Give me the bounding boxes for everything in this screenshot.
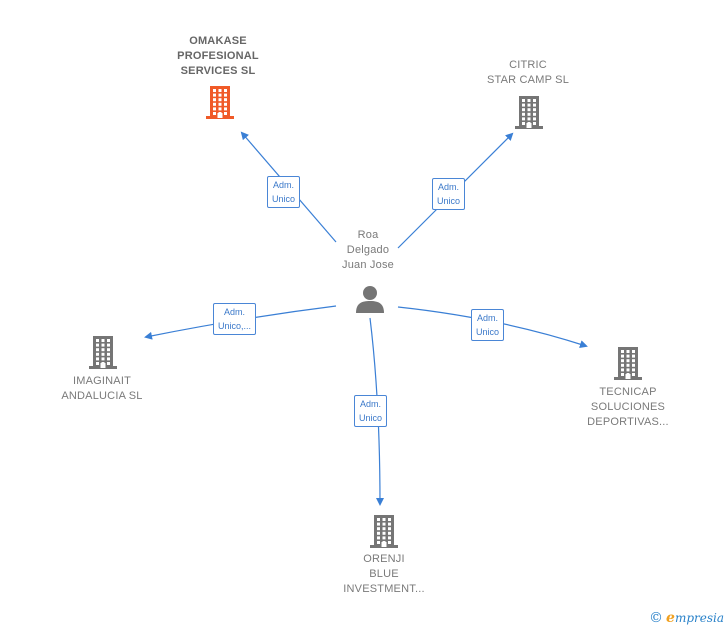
brand-initial: e bbox=[666, 610, 675, 626]
building-icon-omakase[interactable] bbox=[204, 84, 236, 120]
copyright-symbol: © bbox=[649, 610, 664, 626]
edge-label-tecnicap[interactable]: Adm. Unico bbox=[471, 309, 505, 341]
tecnicap-line-2: SOLUCIONES bbox=[590, 401, 666, 413]
edge-label-line-1: Adm. bbox=[360, 399, 382, 409]
center-person-label[interactable]: Roa Delgado Juan Jose bbox=[328, 228, 408, 273]
brand-rest: mpresia bbox=[674, 611, 724, 625]
edge-label-line-2: Unico bbox=[476, 327, 500, 337]
building-icon-tecnicap[interactable] bbox=[612, 345, 644, 381]
company-citric-label[interactable]: CITRIC STAR CAMP SL bbox=[470, 58, 586, 88]
company-orenji-label[interactable]: ORENJI BLUE INVESTMENT... bbox=[324, 552, 444, 597]
edge-label-line-1: Adm. bbox=[438, 182, 460, 192]
orenji-line-2: BLUE bbox=[369, 568, 399, 580]
citric-line-1: CITRIC bbox=[509, 59, 547, 71]
edge-label-line-1: Adm. bbox=[477, 313, 499, 323]
edge-label-imaginait[interactable]: Adm. Unico,... bbox=[213, 303, 257, 335]
edge-label-line-2: Unico bbox=[359, 413, 383, 423]
empresia-watermark: ©empresia bbox=[649, 610, 724, 626]
citric-line-2: STAR CAMP SL bbox=[486, 74, 570, 86]
edge-label-line-1: Adm. bbox=[224, 307, 246, 317]
tecnicap-line-1: TECNICAP bbox=[599, 386, 657, 398]
omakase-line-2: PROFESIONAL bbox=[177, 50, 259, 62]
building-icon-orenji[interactable] bbox=[368, 513, 400, 549]
edge-label-omakase[interactable]: Adm. Unico bbox=[267, 176, 301, 208]
person-icon[interactable] bbox=[355, 284, 385, 314]
edge-label-line-1: Adm. bbox=[273, 180, 295, 190]
edge-label-line-2: Unico,... bbox=[218, 321, 252, 331]
omakase-line-3: SERVICES SL bbox=[180, 65, 256, 77]
center-line-3: Juan Jose bbox=[342, 259, 394, 271]
orenji-line-3: INVESTMENT... bbox=[343, 583, 425, 595]
company-imaginait-label[interactable]: IMAGINAIT ANDALUCIA SL bbox=[44, 374, 160, 404]
tecnicap-line-3: DEPORTIVAS... bbox=[587, 416, 669, 428]
omakase-line-1: OMAKASE bbox=[189, 35, 247, 47]
orenji-line-1: ORENJI bbox=[363, 553, 405, 565]
center-line-2: Delgado bbox=[346, 244, 390, 256]
imaginait-line-2: ANDALUCIA SL bbox=[61, 390, 143, 402]
center-line-1: Roa bbox=[357, 229, 379, 241]
company-omakase-label[interactable]: OMAKASE PROFESIONAL SERVICES SL bbox=[158, 34, 278, 79]
building-icon-citric[interactable] bbox=[513, 94, 545, 130]
edge-label-line-2: Unico bbox=[437, 196, 461, 206]
edge-label-line-2: Unico bbox=[272, 194, 296, 204]
edge-label-citric[interactable]: Adm. Unico bbox=[432, 178, 466, 210]
imaginait-line-1: IMAGINAIT bbox=[72, 375, 132, 387]
edge-label-orenji[interactable]: Adm. Unico bbox=[354, 395, 388, 427]
building-icon-imaginait[interactable] bbox=[87, 334, 119, 370]
company-tecnicap-label[interactable]: TECNICAP SOLUCIONES DEPORTIVAS... bbox=[568, 385, 688, 430]
